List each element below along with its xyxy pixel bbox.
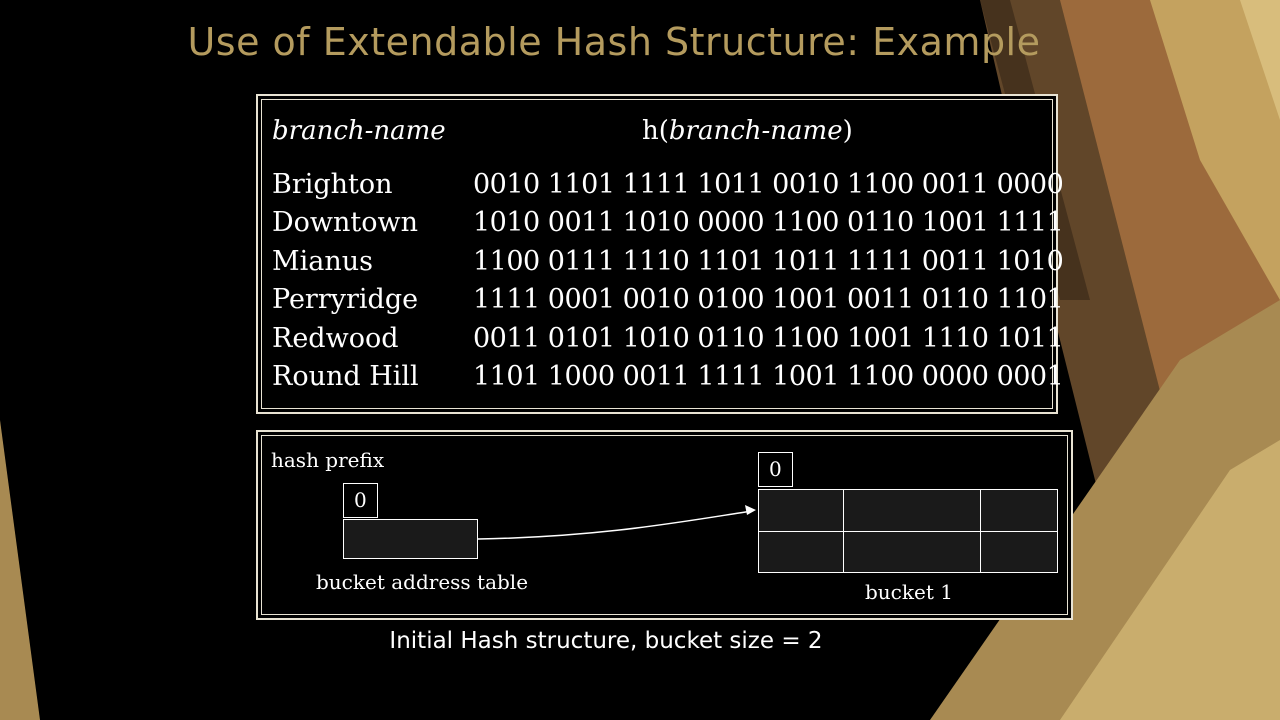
hash-table-frame: [256, 94, 1058, 414]
hash-prefix-label: hash prefix: [271, 448, 385, 472]
local-depth-value: 0: [769, 457, 782, 481]
row-hash: 1010 0011 1010 0000 1100 0110 1001 1111: [473, 207, 1064, 238]
pointer-arrow-line: [477, 510, 753, 540]
hash-structure-frame-inner: [261, 435, 1068, 615]
bucket-1: [758, 489, 1058, 573]
global-depth-value: 0: [354, 488, 367, 512]
row-hash: 0010 1101 1111 1011 0010 1100 0011 0000: [473, 169, 1064, 200]
slide-title: Use of Extendable Hash Structure: Exampl…: [0, 20, 1228, 64]
bucket-address-table: [343, 519, 478, 559]
bucket-col-divider: [843, 490, 844, 572]
column-header-branch-name-text: branch-name: [272, 116, 446, 146]
column-header-branch-name: branch-name: [272, 116, 446, 146]
row-name: Downtown: [272, 207, 419, 238]
bucket-col-divider: [980, 490, 981, 572]
column-header-hash: h(branch-name): [642, 116, 853, 146]
row-hash: 0011 0101 1010 0110 1100 1001 1110 1011: [473, 323, 1064, 354]
global-depth-box: 0: [343, 483, 378, 518]
column-header-hash-arg: branch-name: [668, 116, 843, 146]
row-hash: 1100 0111 1110 1101 1011 1111 0011 1010: [473, 246, 1064, 277]
row-name: Perryridge: [272, 284, 419, 315]
bucket-row-divider: [759, 531, 1057, 532]
slide-title-text: Use of Extendable Hash Structure: Exampl…: [187, 20, 1041, 64]
pointer-arrow-head: [745, 505, 756, 515]
column-header-hash-prefix: h(: [642, 116, 669, 146]
hash-table-frame-inner: [261, 99, 1053, 409]
row-hash: 1111 0001 0010 0100 1001 0011 0110 1101: [473, 284, 1064, 315]
bucket-label: bucket 1: [865, 580, 953, 604]
local-depth-box: 0: [758, 452, 793, 487]
row-name: Brighton: [272, 169, 393, 200]
row-name: Redwood: [272, 323, 399, 354]
bucket-address-table-label: bucket address table: [316, 570, 529, 594]
row-hash: 1101 1000 0011 1111 1001 1100 0000 0001: [473, 361, 1064, 392]
column-header-hash-suffix: ): [842, 116, 853, 146]
row-name: Mianus: [272, 246, 374, 277]
row-name: Round Hill: [272, 361, 419, 392]
slide-caption: Initial Hash structure, bucket size = 2: [389, 628, 823, 654]
